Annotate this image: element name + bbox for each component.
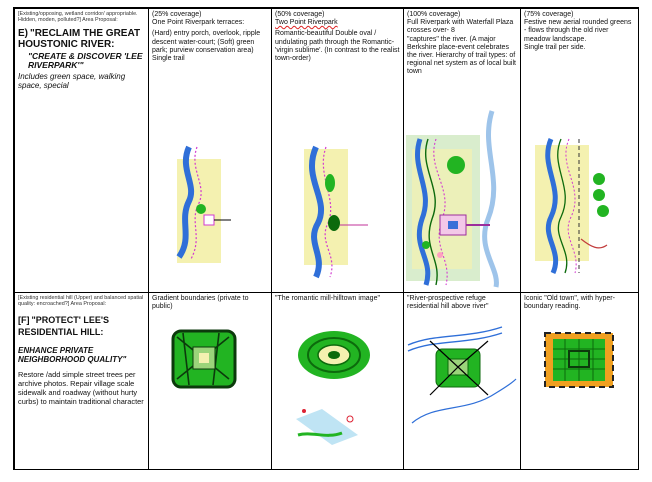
row-residential-hill: [Existing residential hill (Upper) and b… xyxy=(14,292,639,470)
row1-heading-prefix: E) xyxy=(18,28,28,40)
row1-col3-coverage: (100% coverage) xyxy=(407,11,461,18)
row2-heading: "PROTECT' LEE'S RESIDENTIAL HILL: xyxy=(18,315,110,337)
document-sheet: [Existing/opposing, wetland corridor/ ap… xyxy=(13,7,639,470)
row1-intro-cell: [Existing/opposing, wetland corridor/ ap… xyxy=(14,8,149,293)
row1-note: Includes green space, walking space, spe… xyxy=(18,71,126,90)
row1-col2-title: Two Point Riverpark xyxy=(275,19,338,27)
row1-col3-body: "captures" the river. (A major Berkshire… xyxy=(407,35,516,76)
full-riverpark-sketch xyxy=(406,110,499,288)
row2-heading-wrap: [F] "PROTECT' LEE'S RESIDENTIAL HILL: xyxy=(18,315,145,337)
row2-subheading: ENHANCE PRIVATE NEIGHBORHOOD QUALITY" xyxy=(18,345,127,364)
two-point-riverpark-sketch xyxy=(304,145,368,279)
row2-col2-figure xyxy=(273,294,403,469)
row1-heading: "RECLAIM THE GREAT HOUSTONIC RIVER: xyxy=(18,28,141,50)
row2-intro-cell: [Existing residential hill (Upper) and b… xyxy=(14,292,149,470)
row1-col2-cell: (50% coverage) Two Point Riverpark Roman… xyxy=(271,8,404,293)
row2-col1-cell: Gradient boundaries (private to public) xyxy=(148,292,272,470)
gradient-boundaries-sketch xyxy=(171,329,237,389)
row-riverpark: [Existing/opposing, wetland corridor/ ap… xyxy=(14,8,639,293)
row1-col1-title: One Point Riverpark terraces: xyxy=(152,19,245,27)
row1-caption: [Existing/opposing, wetland corridor/ ap… xyxy=(18,11,138,24)
row2-col3-cell: "River-prospective refuge residential hi… xyxy=(403,292,521,470)
row1-col1-text: (25% coverage) One Point Riverpark terra… xyxy=(152,11,268,63)
row1-col4-title: Festive new aerial rounded greens - flow… xyxy=(524,19,632,43)
mill-hilltown-sketch xyxy=(298,331,370,379)
proposal-grid: [Existing/opposing, wetland corridor/ ap… xyxy=(14,8,639,470)
row1-col4-text: (75% coverage) Festive new aerial rounde… xyxy=(524,11,635,52)
row2-col3-title: "River-prospective refuge residential hi… xyxy=(407,295,489,311)
row1-col3-text: (100% coverage) Full Riverpark with Wate… xyxy=(407,11,517,77)
row1-col2-coverage: (50% coverage) xyxy=(275,11,325,18)
row2-col1-figure xyxy=(150,294,271,469)
row2-col2-cell: "The romantic mill-hilltown image" xyxy=(271,292,404,470)
row1-col1-cell: (25% coverage) One Point Riverpark terra… xyxy=(148,8,272,293)
one-point-riverpark-sketch xyxy=(176,145,231,263)
row2-col1-title: Gradient boundaries (private to public) xyxy=(152,295,249,311)
row1-col2-body: Romantic-beautiful Double oval / undulat… xyxy=(275,30,400,63)
row1-col2-text: (50% coverage) Two Point Riverpark Roman… xyxy=(275,11,400,63)
river-prospective-sketch xyxy=(407,326,517,424)
row2-col4-cell: Iconic "Old town", with hyper-boundary r… xyxy=(520,292,639,470)
row2-caption: [Existing residential hill (Upper) and b… xyxy=(18,295,144,308)
row2-heading-prefix: [F] xyxy=(18,315,30,326)
row2-col3-figure xyxy=(405,294,520,469)
row1-col4-coverage: (75% coverage) xyxy=(524,11,574,18)
row2-col4-figure xyxy=(522,294,638,469)
row2-col2-title: "The romantic mill-hilltown image" xyxy=(275,295,380,302)
row1-subheading: "CREATE & DISCOVER 'LEE RIVERPARK'" xyxy=(28,50,143,70)
row1-col4-cell: (75% coverage) Festive new aerial rounde… xyxy=(520,8,639,293)
row1-col1-coverage: (25% coverage) xyxy=(152,11,202,18)
old-town-sketch xyxy=(544,332,614,388)
row2-col4-title: Iconic "Old town", with hyper-boundary r… xyxy=(524,295,615,311)
hilltown-detail-sketch xyxy=(296,409,358,445)
row1-col1-body: (Hard) entry porch, overlook, ripple des… xyxy=(152,30,261,63)
row1-heading-wrap: E) "RECLAIM THE GREAT HOUSTONIC RIVER: xyxy=(18,29,145,49)
row1-col3-title: Full Riverpark with Waterfall Plaza cros… xyxy=(407,19,514,35)
festive-greens-sketch xyxy=(535,138,609,275)
row2-note: Restore /add simple street trees per arc… xyxy=(18,369,144,406)
row1-col4-body: Single trail per side. xyxy=(524,43,586,51)
row1-col3-cell: (100% coverage) Full Riverpark with Wate… xyxy=(403,8,521,293)
